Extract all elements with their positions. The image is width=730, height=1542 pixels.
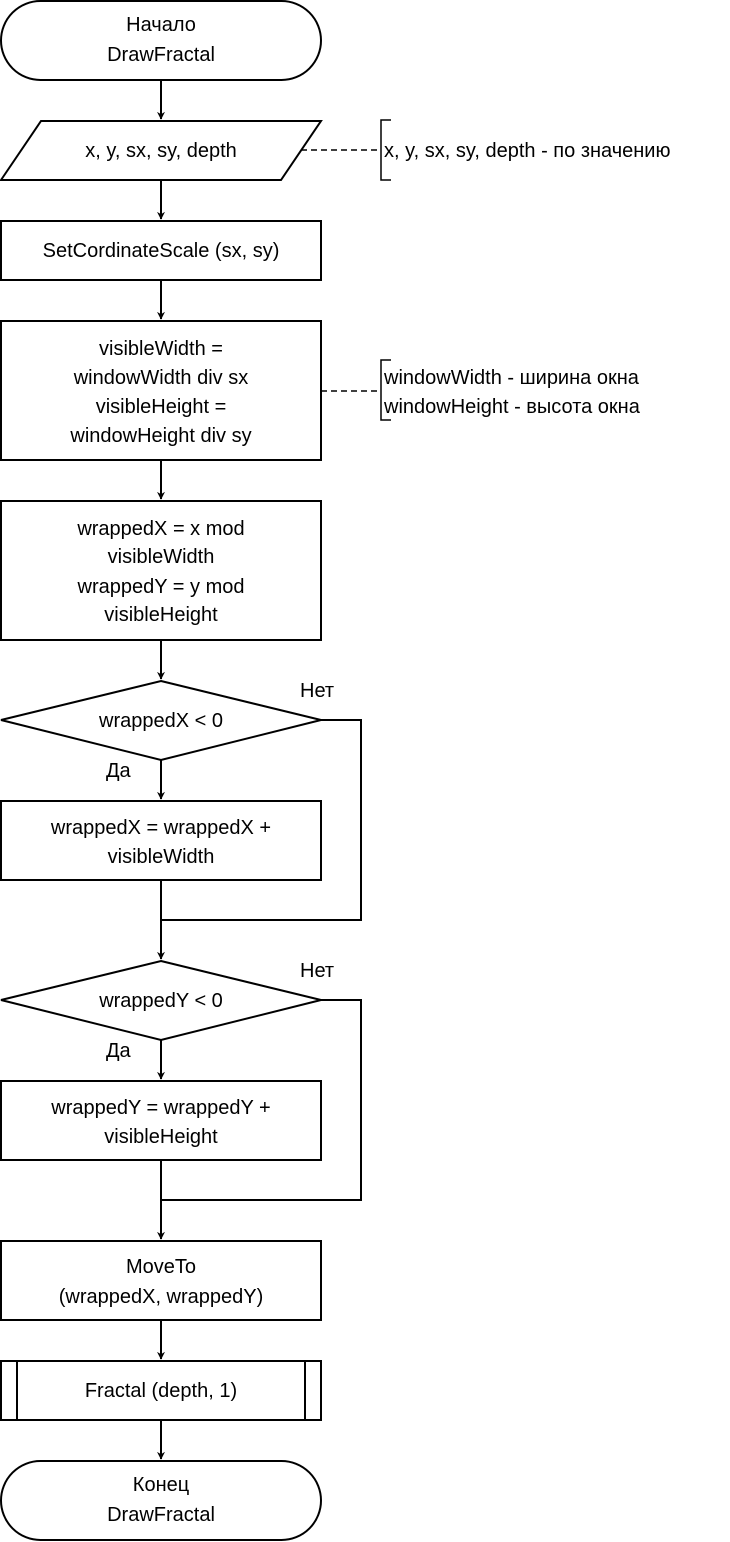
fix-y-label-2: visibleHeight bbox=[104, 1126, 218, 1148]
condition-y-no-label: Нет bbox=[300, 960, 334, 982]
condition-x-yes-label: Да bbox=[106, 760, 132, 782]
visible-label-1: visibleWidth = bbox=[99, 338, 223, 360]
scale-process: SetCordinateScale (sx, sy) bbox=[0, 220, 322, 281]
moveto-label-1: MoveTo bbox=[126, 1256, 196, 1278]
condition-y-yes-label: Да bbox=[106, 1040, 132, 1062]
path-condy-no bbox=[161, 999, 362, 1201]
input-note-bracket bbox=[380, 119, 391, 181]
visible-note-1: windowWidth - ширина окна bbox=[383, 367, 640, 389]
start-terminator: Начало DrawFractal bbox=[0, 0, 322, 81]
end-label-2: DrawFractal bbox=[107, 1504, 215, 1526]
input-parallelogram: x, y, sx, sy, depth bbox=[0, 120, 323, 181]
wrap-label-4: visibleHeight bbox=[104, 604, 218, 626]
path-condx-no bbox=[161, 719, 362, 921]
input-label: x, y, sx, sy, depth bbox=[85, 140, 237, 162]
visible-label-4: windowHeight div sy bbox=[69, 425, 251, 447]
wrap-label-1: wrappedX = x mod bbox=[76, 518, 244, 540]
wrap-label-2: visibleWidth bbox=[108, 546, 215, 568]
moveto-process: MoveTo (wrappedX, wrappedY) bbox=[0, 1240, 322, 1321]
condition-y-decision: wrappedY < 0 bbox=[0, 959, 322, 1042]
condition-x-label: wrappedX < 0 bbox=[98, 710, 223, 732]
moveto-label-2: (wrappedX, wrappedY) bbox=[59, 1286, 264, 1308]
wrap-process: wrappedX = x mod visibleWidth wrappedY =… bbox=[0, 500, 322, 641]
visible-process: visibleWidth = windowWidth div sx visibl… bbox=[0, 320, 322, 461]
wrap-label-3: wrappedY = y mod bbox=[77, 576, 245, 598]
scale-label: SetCordinateScale (sx, sy) bbox=[43, 240, 280, 262]
condition-x-decision: wrappedX < 0 bbox=[0, 679, 322, 762]
fix-y-label-1: wrappedY = wrappedY + bbox=[50, 1097, 270, 1119]
start-label-2: DrawFractal bbox=[107, 44, 215, 66]
visible-label-2: windowWidth div sx bbox=[73, 367, 249, 389]
visible-note-2: windowHeight - высота окна bbox=[383, 396, 641, 418]
fix-x-label-2: visibleWidth bbox=[108, 846, 215, 868]
fractal-subprocess: Fractal (depth, 1) bbox=[0, 1360, 322, 1421]
end-terminator: Конец DrawFractal bbox=[0, 1460, 322, 1541]
end-label-1: Конец bbox=[133, 1474, 189, 1496]
input-note: x, y, sx, sy, depth - по значению bbox=[384, 140, 670, 162]
visible-note-bracket bbox=[380, 359, 391, 421]
condition-x-no-label: Нет bbox=[300, 680, 334, 702]
visible-label-3: visibleHeight = bbox=[96, 396, 227, 418]
fractal-label: Fractal (depth, 1) bbox=[85, 1380, 237, 1402]
fix-y-process: wrappedY = wrappedY + visibleHeight bbox=[0, 1080, 322, 1161]
condition-y-label: wrappedY < 0 bbox=[98, 990, 223, 1012]
fix-x-process: wrappedX = wrappedX + visibleWidth bbox=[0, 800, 322, 881]
fix-x-label-1: wrappedX = wrappedX + bbox=[50, 817, 271, 839]
start-label-1: Начало bbox=[126, 14, 196, 36]
